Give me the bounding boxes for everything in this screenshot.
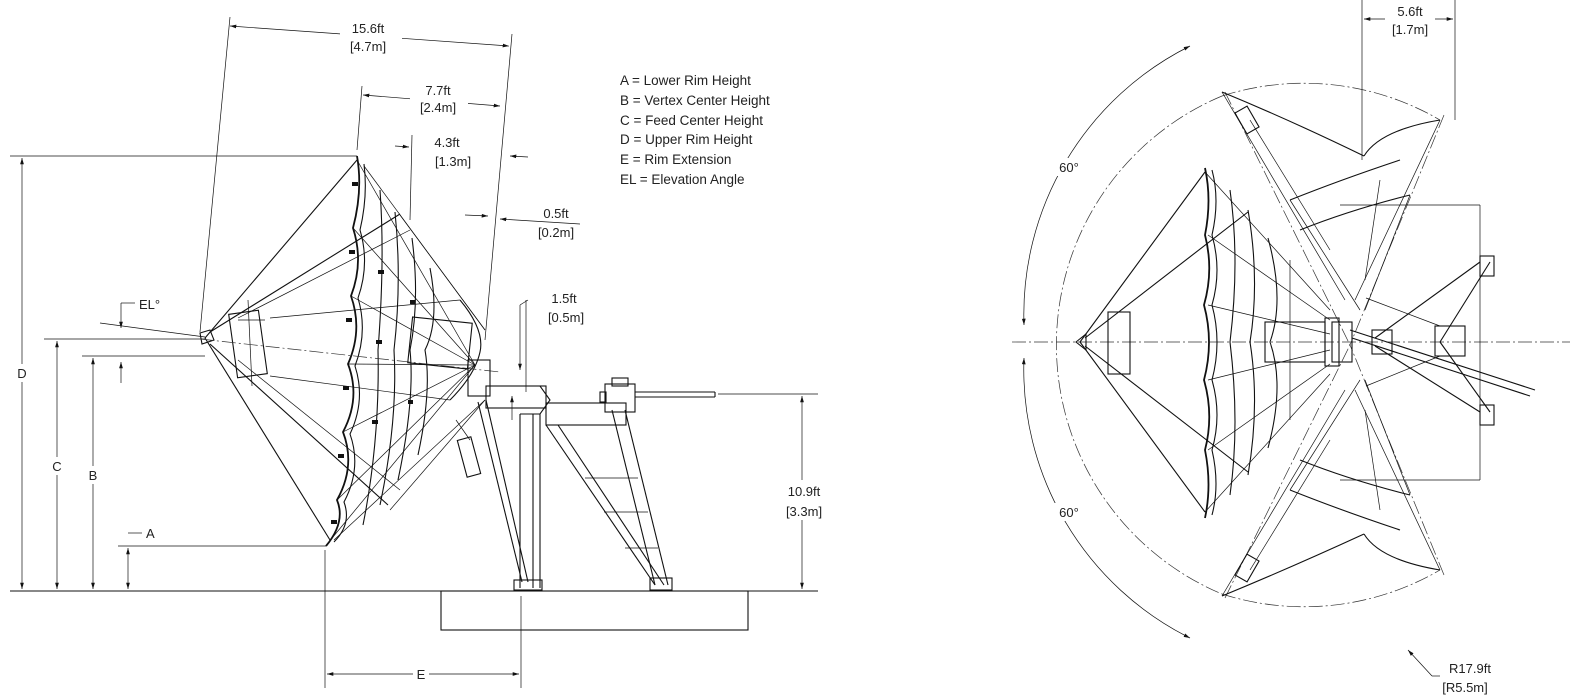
- hub-offset-ft: 1.5ft: [551, 291, 577, 306]
- reflector-depth-m: [1.3m]: [435, 154, 471, 169]
- elevation-angle-indicator: EL°: [99, 297, 206, 383]
- top-view-rotated-dish-upper: [1221, 91, 1441, 311]
- height-dimensions: D C B A: [10, 155, 357, 589]
- top-view-mount-frame: [1289, 204, 1536, 481]
- angle-bottom: 60°: [1059, 505, 1079, 520]
- rim-extension-dimension: E: [324, 550, 522, 688]
- label-d: D: [17, 366, 26, 381]
- foundation-pad: [440, 590, 749, 631]
- top-width-ft: 5.6ft: [1397, 4, 1423, 19]
- rim-offset-ft: 0.5ft: [543, 206, 569, 221]
- pedestal-mount: [455, 377, 716, 591]
- top-dimensions: 15.6ft [4.7m] 7.7ft [2.4m] 4.3ft [1.3m] …: [199, 16, 584, 420]
- dish-depth-ft: 7.7ft: [425, 83, 451, 98]
- label-el: EL°: [139, 297, 160, 312]
- mount-height-ft: 10.9ft: [788, 484, 821, 499]
- overall-width-m: [4.7m]: [350, 39, 386, 54]
- legend-item: C = Feed Center Height: [620, 113, 763, 128]
- angle-arcs: 60° 60°: [1021, 45, 1191, 639]
- legend-item: EL = Elevation Angle: [620, 172, 744, 187]
- legend-item: D = Upper Rim Height: [620, 132, 753, 147]
- top-width-m: [1.7m]: [1392, 22, 1428, 37]
- top-view: 60° 60°: [1012, 0, 1570, 695]
- label-c: C: [52, 459, 61, 474]
- radius-m: [R5.5m]: [1442, 680, 1488, 695]
- label-b: B: [89, 468, 98, 483]
- reflector-depth-ft: 4.3ft: [434, 135, 460, 150]
- reflector-dish: [199, 155, 501, 547]
- hub-offset-m: [0.5m]: [548, 310, 584, 325]
- label-a: A: [146, 526, 155, 541]
- legend-item: E = Rim Extension: [620, 152, 731, 167]
- legend-item: A = Lower Rim Height: [620, 73, 751, 88]
- legend: A = Lower Rim Height B = Vertex Center H…: [620, 73, 770, 187]
- legend-item: B = Vertex Center Height: [620, 93, 770, 108]
- side-view: D C B A EL°: [10, 16, 828, 688]
- top-width-dimension: 5.6ft [1.7m]: [1361, 0, 1456, 160]
- rim-offset-m: [0.2m]: [538, 225, 574, 240]
- mount-height-m: [3.3m]: [786, 504, 822, 519]
- label-e: E: [417, 667, 426, 682]
- angle-top: 60°: [1059, 160, 1079, 175]
- mount-height-dimension: 10.9ft [3.3m]: [718, 393, 828, 589]
- top-view-rotated-dish-lower: [1221, 379, 1441, 597]
- overall-width-ft: 15.6ft: [352, 21, 385, 36]
- top-view-main-dish: [1075, 167, 1340, 519]
- radius-ft: R17.9ft: [1449, 661, 1491, 676]
- dish-depth-m: [2.4m]: [420, 100, 456, 115]
- radius-callout: R17.9ft [R5.5m]: [1407, 649, 1491, 695]
